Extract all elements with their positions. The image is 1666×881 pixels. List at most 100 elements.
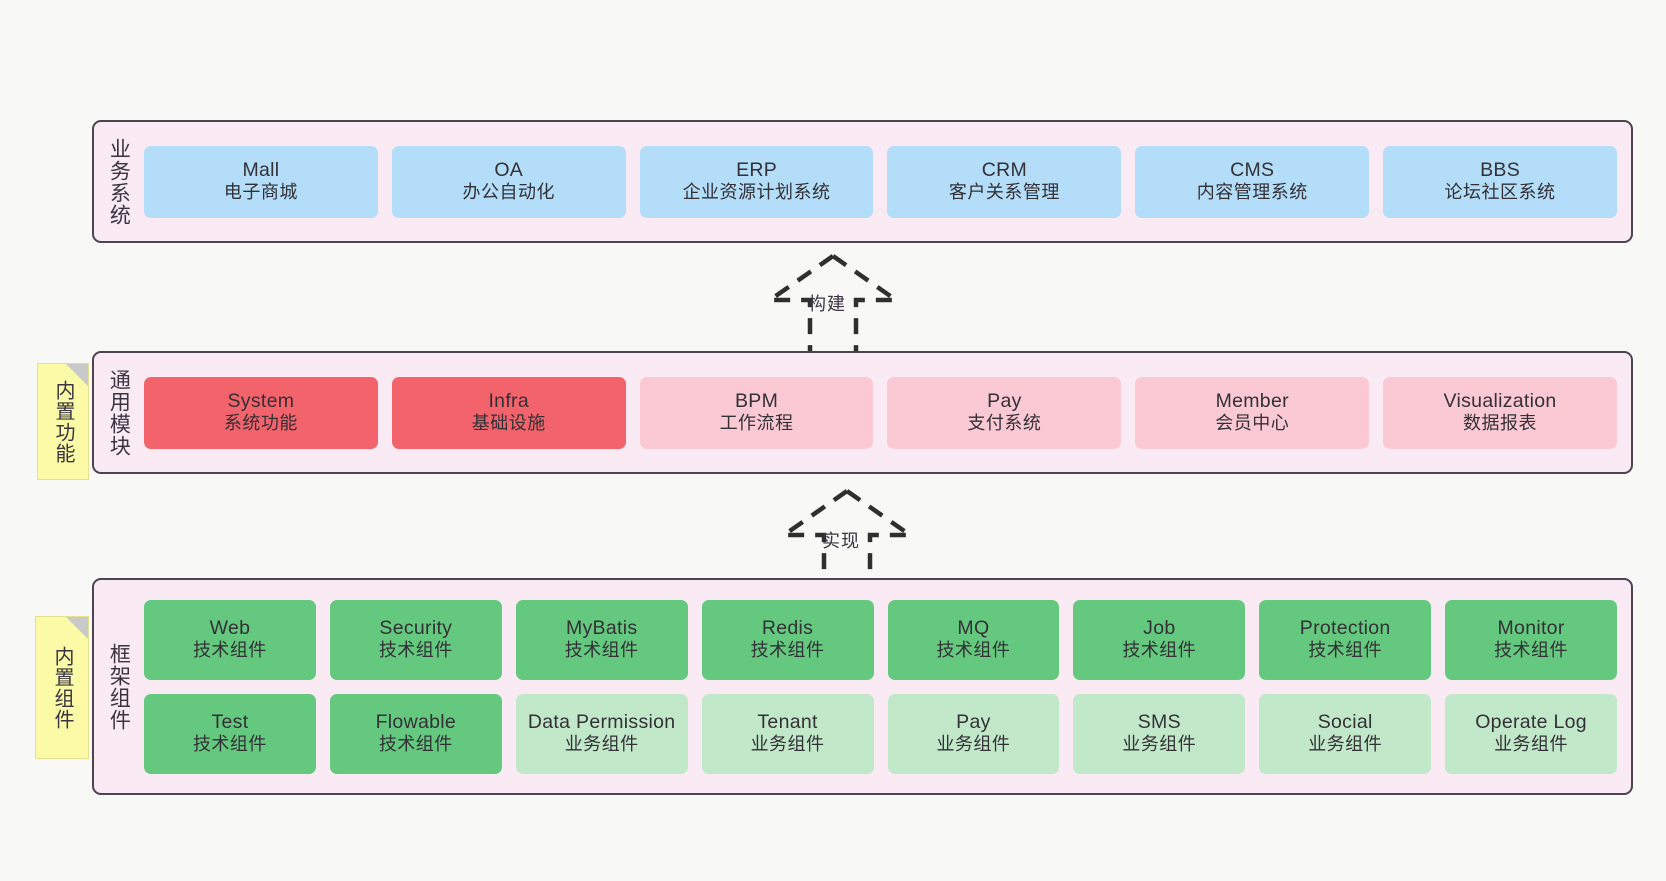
module-subtitle: 基础设施 <box>471 413 546 434</box>
module-box-cms[interactable]: CMS 内容管理系统 <box>1135 145 1370 218</box>
module-subtitle: 论坛社区系统 <box>1444 182 1556 203</box>
note-fold-corner-icon <box>66 364 88 386</box>
module-box-infra[interactable]: Infra 基础设施 <box>391 376 626 449</box>
module-subtitle: 客户关系管理 <box>948 182 1060 203</box>
module-title: Flowable <box>375 710 457 733</box>
module-title: Data Permission <box>527 710 676 733</box>
module-box-oa[interactable]: OA 办公自动化 <box>391 145 626 218</box>
connector-implement: 实现 <box>762 487 932 587</box>
layer-title-common-module: 通用模块 <box>107 368 131 457</box>
module-title: BBS <box>1480 158 1521 181</box>
module-box-mybatis[interactable]: MyBatis 技术组件 <box>515 599 688 680</box>
module-box-redis[interactable]: Redis 技术组件 <box>701 599 874 680</box>
module-subtitle: 技术组件 <box>378 734 453 755</box>
module-title: Protection <box>1299 616 1391 639</box>
note-text: 内置功能 <box>52 379 74 464</box>
connector-label-implement: 实现 <box>822 531 860 551</box>
layer-row: System 系统功能 Infra 基础设施 BPM 工作流程 Pay 支付系统… <box>144 376 1617 449</box>
module-box-operate-log[interactable]: Operate Log 业务组件 <box>1445 693 1617 774</box>
module-subtitle: 办公自动化 <box>462 182 555 203</box>
module-subtitle: 业务组件 <box>1494 734 1569 755</box>
layer-business-system[interactable]: 业务系统 Mall 电子商城 OA 办公自动化 ERP 企业资源计划系统 CRM… <box>92 120 1633 243</box>
layer-body-framework-component: Web 技术组件 Security 技术组件 MyBatis 技术组件 Redi… <box>142 580 1631 793</box>
layer-title-business-system: 业务系统 <box>107 137 131 226</box>
module-subtitle: 业务组件 <box>564 734 639 755</box>
module-title: System <box>227 389 295 412</box>
module-box-member[interactable]: Member 会员中心 <box>1135 376 1370 449</box>
module-title: Monitor <box>1497 616 1565 639</box>
module-title: Mall <box>242 158 280 181</box>
module-subtitle: 业务组件 <box>936 734 1011 755</box>
module-subtitle: 工作流程 <box>719 413 794 434</box>
module-title: Pay <box>987 389 1022 412</box>
layer-common-module[interactable]: 通用模块 System 系统功能 Infra 基础设施 BPM 工作流程 Pay… <box>92 351 1633 474</box>
module-box-flowable[interactable]: Flowable 技术组件 <box>329 693 502 774</box>
module-subtitle: 技术组件 <box>192 734 267 755</box>
module-box-system[interactable]: System 系统功能 <box>144 376 378 449</box>
module-title: OA <box>494 158 524 181</box>
module-title: CMS <box>1230 158 1275 181</box>
module-subtitle: 电子商城 <box>223 182 298 203</box>
layer-body-business-system: Mall 电子商城 OA 办公自动化 ERP 企业资源计划系统 CRM 客户关系… <box>142 122 1631 241</box>
module-box-bbs[interactable]: BBS 论坛社区系统 <box>1383 145 1617 218</box>
module-title: MyBatis <box>565 616 638 639</box>
note-builtin-component[interactable]: 内置组件 <box>35 616 89 759</box>
module-box-mall[interactable]: Mall 电子商城 <box>144 145 378 218</box>
module-title: CRM <box>981 158 1028 181</box>
layer-body-common-module: System 系统功能 Infra 基础设施 BPM 工作流程 Pay 支付系统… <box>142 353 1631 472</box>
module-title: Security <box>379 616 453 639</box>
module-title: BPM <box>734 389 779 412</box>
module-title: SMS <box>1137 710 1181 733</box>
module-subtitle: 会员中心 <box>1215 413 1290 434</box>
module-box-pay-business[interactable]: Pay 业务组件 <box>887 693 1060 774</box>
module-box-job[interactable]: Job 技术组件 <box>1073 599 1246 680</box>
module-box-crm[interactable]: CRM 客户关系管理 <box>887 145 1122 218</box>
note-builtin-function[interactable]: 内置功能 <box>37 363 89 480</box>
module-subtitle: 技术组件 <box>564 640 639 661</box>
layer-title-framework-component: 框架组件 <box>107 642 131 731</box>
module-title: Test <box>211 710 249 733</box>
module-title: Member <box>1215 389 1289 412</box>
module-box-pay[interactable]: Pay 支付系统 <box>887 376 1122 449</box>
module-box-sms[interactable]: SMS 业务组件 <box>1073 693 1246 774</box>
module-box-data-permission[interactable]: Data Permission 业务组件 <box>515 693 688 774</box>
module-title: Job <box>1143 616 1176 639</box>
module-subtitle: 业务组件 <box>1122 734 1197 755</box>
module-box-test[interactable]: Test 技术组件 <box>144 693 316 774</box>
module-box-visualization[interactable]: Visualization 数据报表 <box>1383 376 1617 449</box>
module-subtitle: 业务组件 <box>750 734 825 755</box>
module-title: ERP <box>736 158 778 181</box>
module-subtitle: 技术组件 <box>192 640 267 661</box>
module-subtitle: 技术组件 <box>1494 640 1569 661</box>
module-subtitle: 企业资源计划系统 <box>682 182 831 203</box>
module-box-social[interactable]: Social 业务组件 <box>1259 693 1432 774</box>
connector-label-build: 构建 <box>808 294 846 314</box>
layer-row: Mall 电子商城 OA 办公自动化 ERP 企业资源计划系统 CRM 客户关系… <box>144 145 1617 218</box>
dashed-hollow-arrow-icon <box>776 489 918 587</box>
note-fold-corner-icon <box>66 617 88 639</box>
module-title: Tenant <box>757 710 818 733</box>
module-title: Social <box>1317 710 1373 733</box>
module-subtitle: 内容管理系统 <box>1196 182 1308 203</box>
module-title: Operate Log <box>1475 710 1587 733</box>
module-box-tenant[interactable]: Tenant 业务组件 <box>701 693 874 774</box>
module-box-protection[interactable]: Protection 技术组件 <box>1259 599 1432 680</box>
module-title: Visualization <box>1443 389 1557 412</box>
module-title: Web <box>209 616 251 639</box>
module-subtitle: 技术组件 <box>378 640 453 661</box>
module-box-monitor[interactable]: Monitor 技术组件 <box>1445 599 1617 680</box>
module-box-erp[interactable]: ERP 企业资源计划系统 <box>639 145 874 218</box>
module-title: Pay <box>956 710 991 733</box>
layer-framework-component[interactable]: 框架组件 Web 技术组件 Security 技术组件 MyBatis 技术组件… <box>92 578 1633 795</box>
module-box-web[interactable]: Web 技术组件 <box>144 599 316 680</box>
dashed-hollow-arrow-icon <box>762 254 904 352</box>
module-box-security[interactable]: Security 技术组件 <box>329 599 502 680</box>
module-subtitle: 技术组件 <box>1308 640 1383 661</box>
module-subtitle: 数据报表 <box>1463 413 1538 434</box>
module-box-mq[interactable]: MQ 技术组件 <box>887 599 1060 680</box>
module-subtitle: 技术组件 <box>936 640 1011 661</box>
module-subtitle: 业务组件 <box>1308 734 1383 755</box>
module-title: Redis <box>761 616 814 639</box>
module-box-bpm[interactable]: BPM 工作流程 <box>639 376 874 449</box>
